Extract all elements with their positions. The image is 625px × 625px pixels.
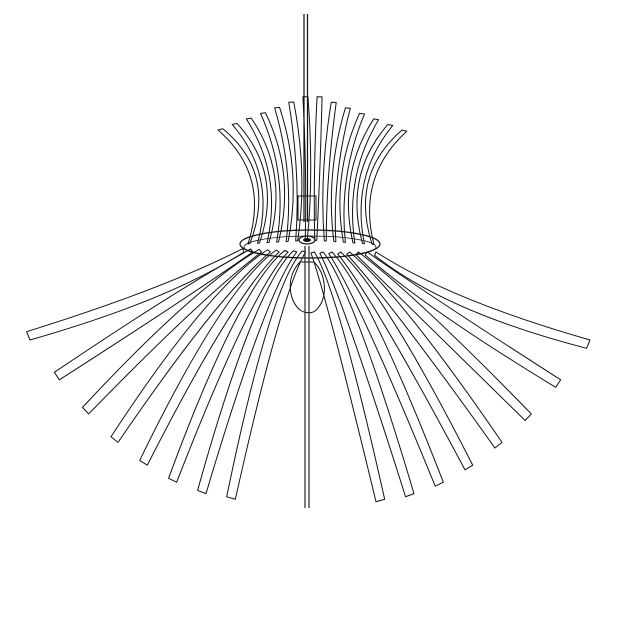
lower-rib	[53, 248, 254, 381]
lower-rib	[328, 251, 444, 487]
upper-rib	[339, 112, 365, 243]
upper-rib	[302, 96, 312, 241]
lower-rib	[337, 251, 474, 471]
upper-rib	[288, 101, 303, 242]
upper-rib	[217, 128, 260, 245]
lower-ribs	[26, 248, 591, 503]
lower-rib	[346, 251, 503, 449]
lower-rib	[139, 249, 280, 466]
light-bulb	[289, 261, 325, 314]
lower-rib	[197, 250, 298, 495]
lower-rib	[374, 251, 591, 349]
upper-rib	[356, 123, 394, 245]
upper-rib	[322, 101, 337, 242]
upper-rib	[259, 112, 286, 243]
upper-rib	[313, 96, 323, 241]
lower-rib	[319, 251, 415, 498]
lower-rib	[26, 248, 245, 341]
upper-rib	[245, 117, 277, 244]
lower-rib	[226, 250, 307, 500]
upper-rib	[231, 122, 268, 244]
lower-rib	[110, 249, 271, 443]
lower-rib	[310, 251, 386, 503]
upper-rib	[365, 129, 408, 246]
lower-rib	[364, 251, 562, 388]
upper-ribs	[217, 96, 408, 246]
upper-rib	[274, 106, 294, 243]
center-ring	[239, 229, 381, 259]
center-rod	[304, 246, 310, 508]
lower-rib	[355, 251, 532, 422]
upper-rib	[330, 107, 351, 243]
upper-rib	[347, 118, 380, 244]
lower-rib	[82, 248, 263, 415]
lower-rib	[168, 249, 289, 483]
